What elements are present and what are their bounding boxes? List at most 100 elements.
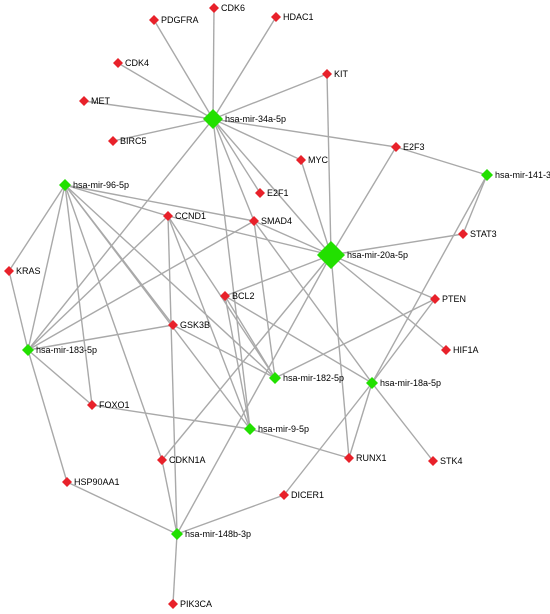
gene-node-myc[interactable]: MYC (296, 155, 329, 165)
gene-node-runx1[interactable]: RUNX1 (344, 453, 387, 463)
gene-node-kit[interactable]: KIT (322, 69, 349, 79)
node-label: MET (91, 96, 111, 106)
gene-diamond-icon (220, 291, 230, 301)
gene-node-bcl2[interactable]: BCL2 (220, 291, 255, 301)
gene-diamond-icon (113, 58, 123, 68)
gene-node-e2f1[interactable]: E2F1 (255, 188, 289, 198)
edge-mir34a-mir183 (27, 118, 214, 351)
edge-mir183-smad4 (27, 220, 255, 351)
gene-node-kras[interactable]: KRAS (4, 266, 41, 276)
edge-mir148b-pik3ca (172, 533, 178, 605)
edge-mir183-ccnd1 (27, 215, 169, 351)
gene-diamond-icon (79, 96, 89, 106)
edge-mir34a-cdk4 (117, 62, 214, 120)
edge-mir96-foxo1 (64, 184, 93, 406)
edge-mir20a-e2f3 (330, 146, 397, 256)
edge-mir148b-hsp90aa1 (66, 481, 178, 535)
node-label: RUNX1 (356, 453, 387, 463)
gene-node-stk4[interactable]: STK4 (428, 456, 463, 466)
edge-mir20a-stat3 (330, 233, 464, 256)
node-label: HDAC1 (283, 12, 314, 22)
gene-node-gsk3b[interactable]: GSK3B (168, 320, 210, 330)
gene-diamond-icon (391, 142, 401, 152)
gene-diamond-icon (296, 155, 306, 165)
mirna-node-hsa-mir-148b-3p[interactable]: hsa-mir-148b-3p (171, 528, 251, 540)
edge-mir18a-smad4 (253, 220, 373, 384)
gene-node-e2f3[interactable]: E2F3 (391, 142, 425, 152)
edge-mir141-e2f3 (395, 146, 488, 176)
gene-node-cdkn1a[interactable]: CDKN1A (157, 455, 206, 465)
edge-mir34a-met (83, 100, 214, 120)
gene-node-met[interactable]: MET (79, 96, 111, 106)
gene-node-cdk6[interactable]: CDK6 (209, 3, 245, 13)
gene-node-smad4[interactable]: SMAD4 (249, 216, 292, 226)
edge-mir34a-cdk6 (212, 7, 215, 120)
gene-node-pdgfra[interactable]: PDGFRA (149, 15, 199, 25)
edge-mir96-kras (8, 184, 66, 272)
node-label: hsa-mir-18a-5p (380, 378, 441, 388)
gene-diamond-icon (62, 477, 72, 487)
mirna-node-hsa-mir-34a-5p[interactable]: hsa-mir-34a-5p (203, 109, 286, 129)
node-label: hsa-mir-148b-3p (185, 529, 251, 539)
edge-mir20a-mir148b (176, 254, 332, 535)
edge-mir20a-ccnd1 (167, 215, 332, 256)
gene-node-hsp90aa1[interactable]: HSP90AA1 (62, 477, 120, 487)
node-label: PDGFRA (161, 15, 199, 25)
node-label: CDK6 (221, 3, 245, 13)
mirna-node-hsa-mir-141-3p[interactable]: hsa-mir-141-3p (481, 169, 550, 181)
edge-mir18a-stk4 (371, 382, 434, 462)
mirna-diamond-icon (269, 372, 281, 384)
node-label: hsa-mir-20a-5p (347, 250, 408, 260)
gene-diamond-icon (322, 69, 332, 79)
edge-mir183-kras (8, 270, 29, 351)
gene-node-foxo1[interactable]: FOXO1 (87, 400, 130, 410)
gene-node-cdk4[interactable]: CDK4 (113, 58, 149, 68)
node-label: E2F3 (403, 142, 425, 152)
mirna-node-hsa-mir-182-5p[interactable]: hsa-mir-182-5p (269, 372, 344, 384)
node-label: hsa-mir-9-5p (258, 424, 309, 434)
mirna-node-hsa-mir-18a-5p[interactable]: hsa-mir-18a-5p (366, 377, 441, 389)
gene-node-hdac1[interactable]: HDAC1 (271, 12, 314, 22)
gene-diamond-icon (4, 266, 14, 276)
edge-mir20a-kit (326, 73, 332, 256)
mirna-node-hsa-mir-183-5p[interactable]: hsa-mir-183-5p (22, 344, 97, 356)
gene-node-pik3ca[interactable]: PIK3CA (168, 599, 212, 609)
mirna-node-hsa-mir-96-5p[interactable]: hsa-mir-96-5p (59, 179, 129, 191)
edge-mir9-bcl2 (224, 295, 251, 430)
gene-diamond-icon (209, 3, 219, 13)
gene-node-ccnd1[interactable]: CCND1 (163, 211, 206, 221)
gene-diamond-icon (344, 453, 354, 463)
gene-diamond-icon (157, 455, 167, 465)
mirna-diamond-icon (317, 241, 345, 269)
gene-node-dicer1[interactable]: DICER1 (279, 490, 324, 500)
gene-node-stat3[interactable]: STAT3 (458, 229, 497, 239)
gene-node-pten[interactable]: PTEN (430, 294, 466, 304)
gene-diamond-icon (168, 599, 178, 609)
gene-diamond-icon (249, 216, 259, 226)
edge-mir96-mir183 (27, 184, 66, 351)
mirna-diamond-icon (171, 528, 183, 540)
edge-mir141-stat3 (462, 174, 488, 235)
mirna-node-hsa-mir-9-5p[interactable]: hsa-mir-9-5p (244, 423, 309, 435)
mirna-diamond-icon (59, 179, 71, 191)
edge-mir182-pten (274, 298, 436, 379)
edge-mir20a-bcl2 (224, 254, 332, 297)
edge-mir18a-bcl2 (224, 295, 373, 384)
mirna-node-hsa-mir-20a-5p[interactable]: hsa-mir-20a-5p (317, 241, 408, 269)
mirna-diamond-icon (244, 423, 256, 435)
gene-node-birc5[interactable]: BIRC5 (108, 136, 147, 146)
edge-mir141-mir18a (371, 174, 488, 384)
node-label: KRAS (16, 266, 41, 276)
edge-mir9-runx1 (249, 428, 350, 459)
edge-mir182-gsk3b (172, 324, 276, 379)
node-label: GSK3B (180, 320, 210, 330)
node-label: STAT3 (470, 229, 497, 239)
edge-mir20a-runx1 (330, 254, 350, 459)
node-label: KIT (334, 69, 349, 79)
node-label: HIF1A (453, 345, 479, 355)
gene-node-hif1a[interactable]: HIF1A (441, 345, 479, 355)
edge-mir18a-pten (371, 298, 436, 384)
edge-mir148b-ccnd1 (167, 215, 178, 535)
edge-mir9-ccnd1 (167, 215, 251, 430)
